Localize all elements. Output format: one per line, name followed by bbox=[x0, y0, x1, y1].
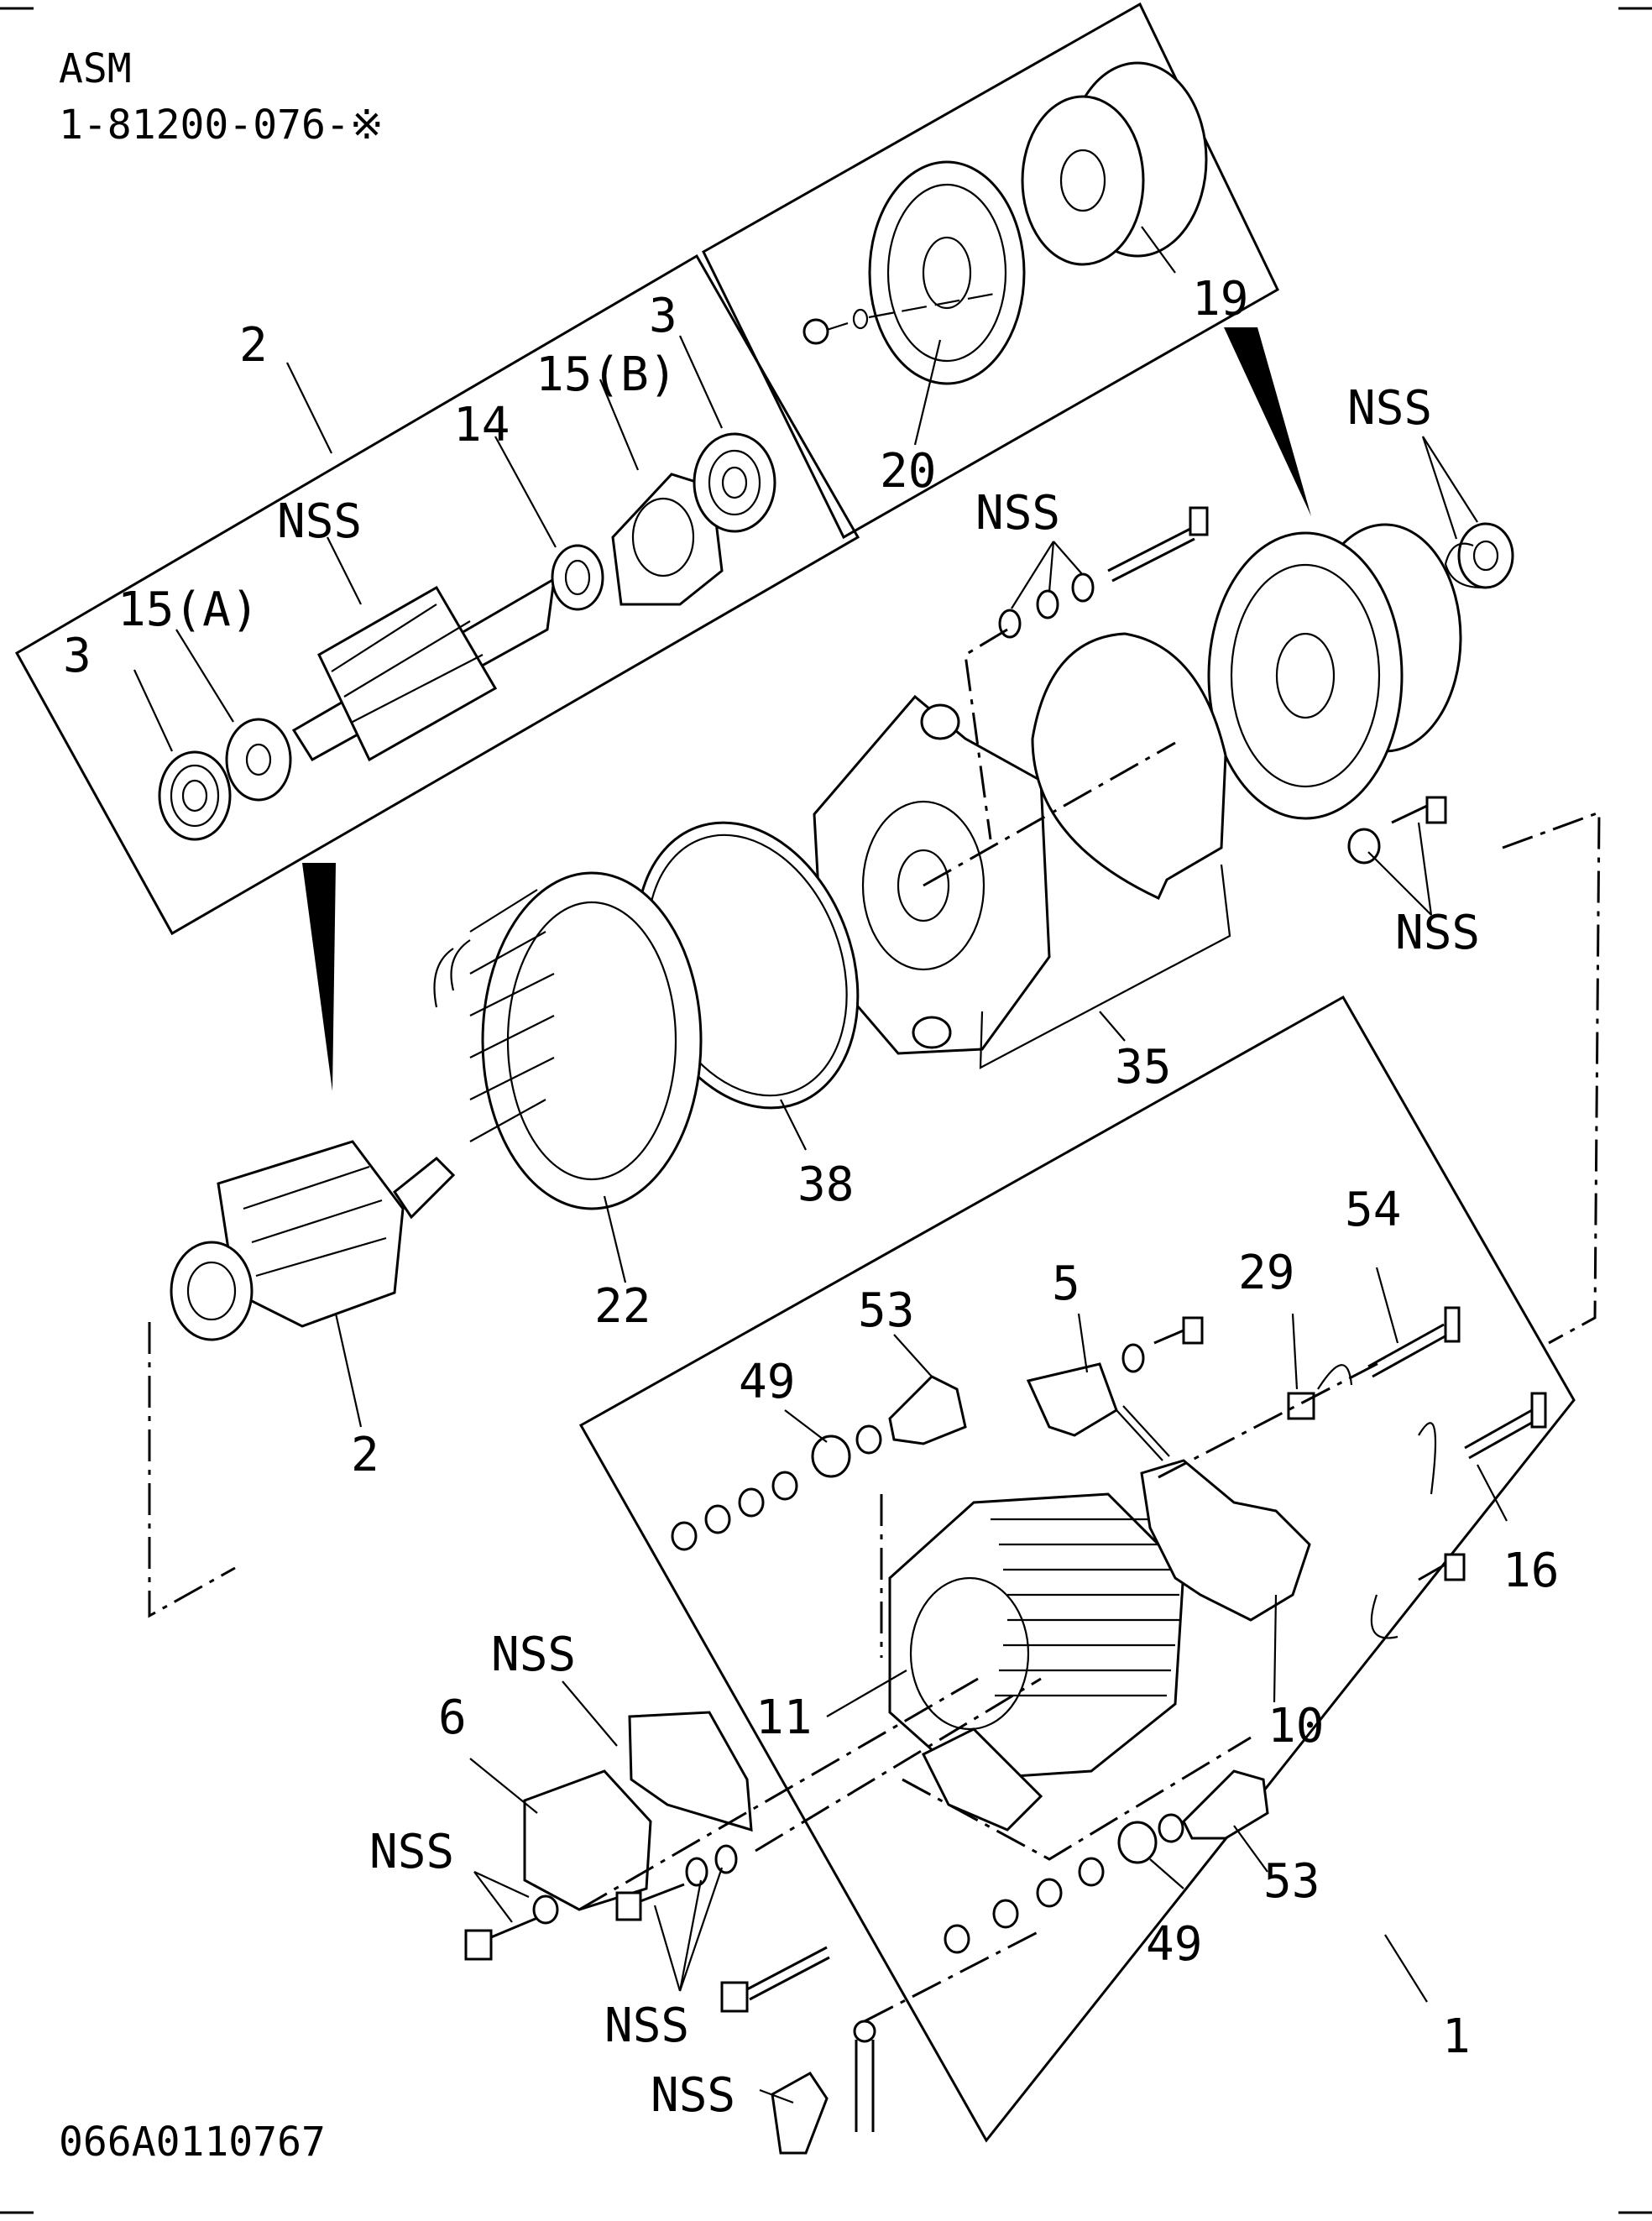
callout-38: 38 bbox=[797, 1158, 854, 1212]
callout-22: 22 bbox=[594, 1279, 651, 1334]
through-bolt-top bbox=[1107, 506, 1209, 583]
callout-1: 1 bbox=[1442, 2009, 1471, 2064]
insulator-53-bottom bbox=[1182, 1769, 1269, 1840]
fan-20 bbox=[868, 160, 1026, 385]
callout-nss-bottom-bolts: NSS bbox=[604, 1999, 689, 2053]
terminal-washers-top bbox=[671, 1424, 882, 1551]
rear-frame-11 bbox=[888, 1492, 1185, 1832]
fan-screw-and-washer bbox=[802, 292, 996, 345]
regulator-29 bbox=[1287, 1364, 1353, 1420]
bolt-right-lower bbox=[1370, 1553, 1466, 1639]
callout-20: 20 bbox=[880, 444, 936, 499]
callout-15a: 15(A) bbox=[118, 583, 259, 637]
pulley-19 bbox=[1021, 61, 1208, 266]
bolt-near-5 bbox=[1121, 1316, 1204, 1373]
nut-and-spring-washer bbox=[1444, 522, 1514, 589]
callout-11: 11 bbox=[755, 1691, 812, 1745]
bolts-bottom-nss bbox=[615, 1844, 830, 2013]
drive-end-frame-35 bbox=[813, 694, 1051, 1055]
pointer-wedge-pulley bbox=[1224, 327, 1311, 516]
insulator-53-top bbox=[888, 1375, 967, 1445]
bolt-54 bbox=[1367, 1306, 1461, 1378]
callout-nss-top-right: NSS bbox=[1347, 381, 1432, 436]
pointer-wedge-rotor bbox=[302, 863, 336, 1091]
alignment-lines bbox=[148, 628, 1601, 2023]
assembly-label: ASM bbox=[59, 45, 132, 92]
callout-2-top: 2 bbox=[239, 318, 268, 373]
callout-35: 35 bbox=[1115, 1040, 1171, 1095]
callout-49-bottom: 49 bbox=[1146, 1917, 1202, 1972]
callout-2-bottom: 2 bbox=[351, 1428, 379, 1482]
regulator-6 bbox=[523, 1769, 652, 1911]
bolt-16 bbox=[1418, 1392, 1547, 1495]
bearing-3-left bbox=[158, 750, 232, 841]
callout-nss-plate: NSS bbox=[491, 1628, 576, 1682]
callout-6: 6 bbox=[438, 1691, 467, 1745]
fan-pulley-assembly bbox=[1207, 523, 1462, 820]
callout-nss-right-mid: NSS bbox=[1395, 906, 1480, 960]
rectifier-10 bbox=[1140, 1459, 1311, 1622]
drawing-code: 066A0110767 bbox=[59, 2119, 326, 2166]
callout-19: 19 bbox=[1192, 272, 1248, 327]
rotor-2 bbox=[170, 1140, 456, 1341]
washers-top bbox=[998, 572, 1095, 639]
callout-labels: 2 3 15(B) 14 NSS 15(A) 3 19 20 NSS NSS N… bbox=[63, 272, 1559, 2123]
callout-49-top: 49 bbox=[739, 1355, 795, 1409]
callout-3-right: 3 bbox=[649, 289, 677, 343]
terminal-washers-bottom bbox=[944, 1813, 1184, 1954]
callout-15b: 15(B) bbox=[536, 348, 677, 402]
callout-nss-bolt-top: NSS bbox=[975, 486, 1060, 541]
bolt-left-nss bbox=[464, 1894, 559, 1961]
callout-14: 14 bbox=[453, 398, 510, 452]
callout-3-left: 3 bbox=[63, 629, 91, 683]
retainer-15b bbox=[611, 473, 724, 606]
rotor-shaft-kit bbox=[291, 577, 556, 762]
callout-nss-terminal: NSS bbox=[651, 2068, 735, 2123]
fan-pulley-kit-box bbox=[702, 2, 1279, 540]
plate-nss bbox=[628, 1711, 753, 1832]
bolt-right-mid bbox=[1347, 796, 1447, 865]
stator-22 bbox=[433, 871, 703, 1210]
corner-marks bbox=[0, 7, 1652, 2214]
bearing-3-right bbox=[693, 432, 776, 533]
callout-53-bottom: 53 bbox=[1263, 1854, 1320, 1909]
callout-5: 5 bbox=[1052, 1257, 1080, 1311]
callout-10: 10 bbox=[1268, 1699, 1324, 1753]
leader-lines bbox=[133, 226, 1508, 2104]
terminal-boot-nss bbox=[771, 2020, 876, 2155]
callout-nss-left-bolt: NSS bbox=[369, 1825, 454, 1879]
brush-holder-5 bbox=[1026, 1362, 1170, 1461]
rectifier-kit-box bbox=[578, 995, 1576, 2143]
callout-53-top: 53 bbox=[858, 1283, 914, 1338]
callout-54: 54 bbox=[1345, 1183, 1401, 1237]
retainer-15a bbox=[225, 718, 292, 802]
callout-16: 16 bbox=[1503, 1544, 1559, 1598]
rotor-kit-box bbox=[14, 253, 860, 936]
snap-ring bbox=[1031, 632, 1227, 901]
callout-29: 29 bbox=[1238, 1246, 1294, 1300]
seal-14 bbox=[551, 544, 604, 611]
callout-nss-rotor: NSS bbox=[277, 494, 362, 549]
assembly-part-number: 1-81200-076-※ bbox=[59, 102, 384, 149]
